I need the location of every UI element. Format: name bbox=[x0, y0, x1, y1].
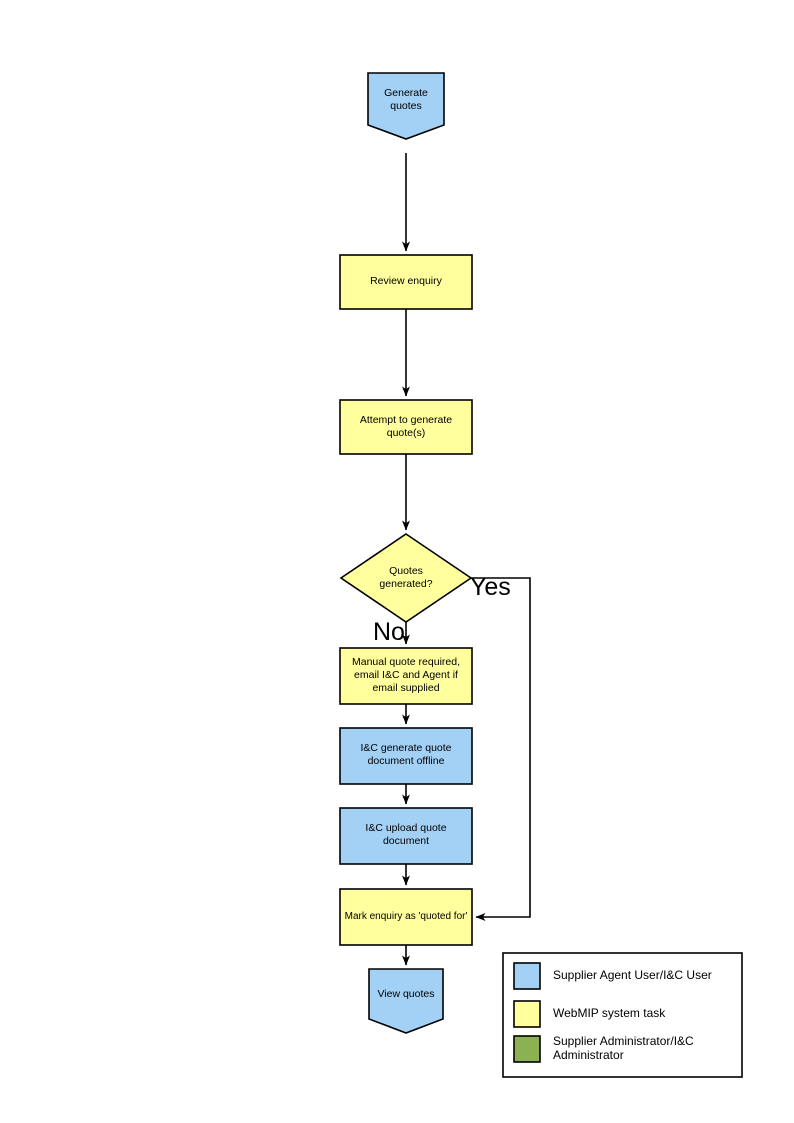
legend-label-system-task: WebMIP system task bbox=[553, 1006, 666, 1020]
edge-decision-yes-to-mark bbox=[471, 577, 531, 921]
nodes bbox=[339, 72, 473, 1034]
legend-graphics bbox=[502, 952, 743, 1078]
legend-swatch-admin-task bbox=[513, 1035, 541, 1063]
legend-label-user-task: Supplier Agent User/I&C User bbox=[553, 968, 712, 982]
legend-swatch-system-task bbox=[513, 1000, 541, 1028]
branch-label-yes: Yes bbox=[470, 573, 511, 601]
node-generate-quotes[interactable] bbox=[367, 72, 445, 140]
node-attempt-to-generate-quotes[interactable] bbox=[339, 399, 473, 455]
node-ic-generate-quote-document-offline[interactable] bbox=[339, 727, 473, 785]
node-view-quotes[interactable] bbox=[368, 968, 444, 1034]
node-mark-enquiry-as-quoted-for[interactable] bbox=[339, 888, 473, 946]
node-ic-upload-quote-document[interactable] bbox=[339, 807, 473, 865]
connectors bbox=[402, 153, 531, 966]
branch-label-no: No bbox=[373, 618, 405, 646]
legend-swatch-user-task bbox=[513, 962, 541, 990]
node-quotes-generated-decision[interactable] bbox=[339, 533, 473, 623]
legend-box bbox=[502, 952, 743, 1078]
node-manual-quote-required[interactable] bbox=[339, 647, 473, 705]
legend-label-admin-task: Supplier Administrator/I&C Administrator bbox=[553, 1034, 694, 1062]
node-review-enquiry[interactable] bbox=[339, 254, 473, 310]
